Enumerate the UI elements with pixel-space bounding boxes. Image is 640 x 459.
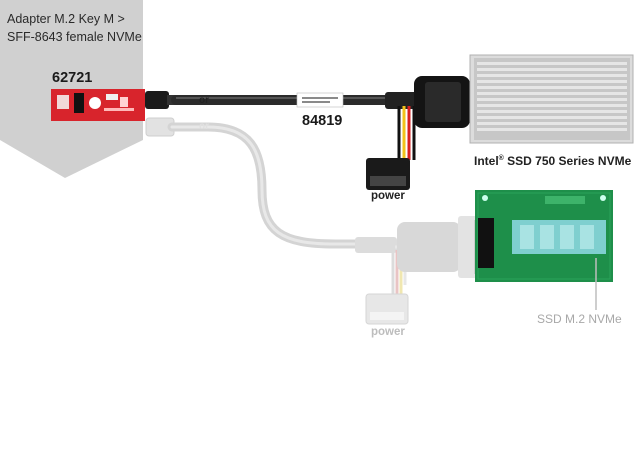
black-cable-sleeve-label bbox=[296, 92, 344, 108]
adapter-board-62721 bbox=[51, 89, 145, 121]
intel-ssd-750 bbox=[469, 54, 634, 144]
black-cable-assembly bbox=[145, 76, 470, 190]
gray-cable bbox=[167, 122, 367, 249]
gray-cable-boot bbox=[355, 237, 397, 253]
black-cable-plug bbox=[145, 91, 169, 109]
intel-model: SSD 750 Series NVMe bbox=[503, 154, 632, 168]
intel-ssd-label: Intel® SSD 750 Series NVMe bbox=[474, 154, 631, 168]
m2-adapter-board bbox=[475, 190, 613, 310]
power-label-alt: power bbox=[371, 326, 405, 338]
gray-sff8643-connector bbox=[397, 222, 461, 272]
title-line-1: Adapter M.2 Key M > bbox=[7, 12, 125, 26]
intel-brand: Intel bbox=[474, 154, 499, 168]
gray-cable-assembly bbox=[145, 117, 482, 325]
ssd-heatsink-fins bbox=[477, 62, 627, 131]
title-line-2: SFF-8643 female NVMe bbox=[7, 30, 142, 44]
black-cable-boot bbox=[385, 92, 417, 109]
cable-part-number: 84819 bbox=[302, 113, 343, 129]
or-label-top: or bbox=[199, 95, 209, 106]
adapter-part-number: 62721 bbox=[52, 70, 93, 86]
ssd-m2-label: SSD M.2 NVMe bbox=[537, 312, 622, 326]
or-label-bottom: or bbox=[199, 121, 209, 132]
diagram-title: Adapter M.2 Key M > SFF-8643 female NVMe bbox=[7, 10, 142, 46]
registered-mark: ® bbox=[498, 155, 504, 162]
power-label: power bbox=[371, 190, 405, 202]
